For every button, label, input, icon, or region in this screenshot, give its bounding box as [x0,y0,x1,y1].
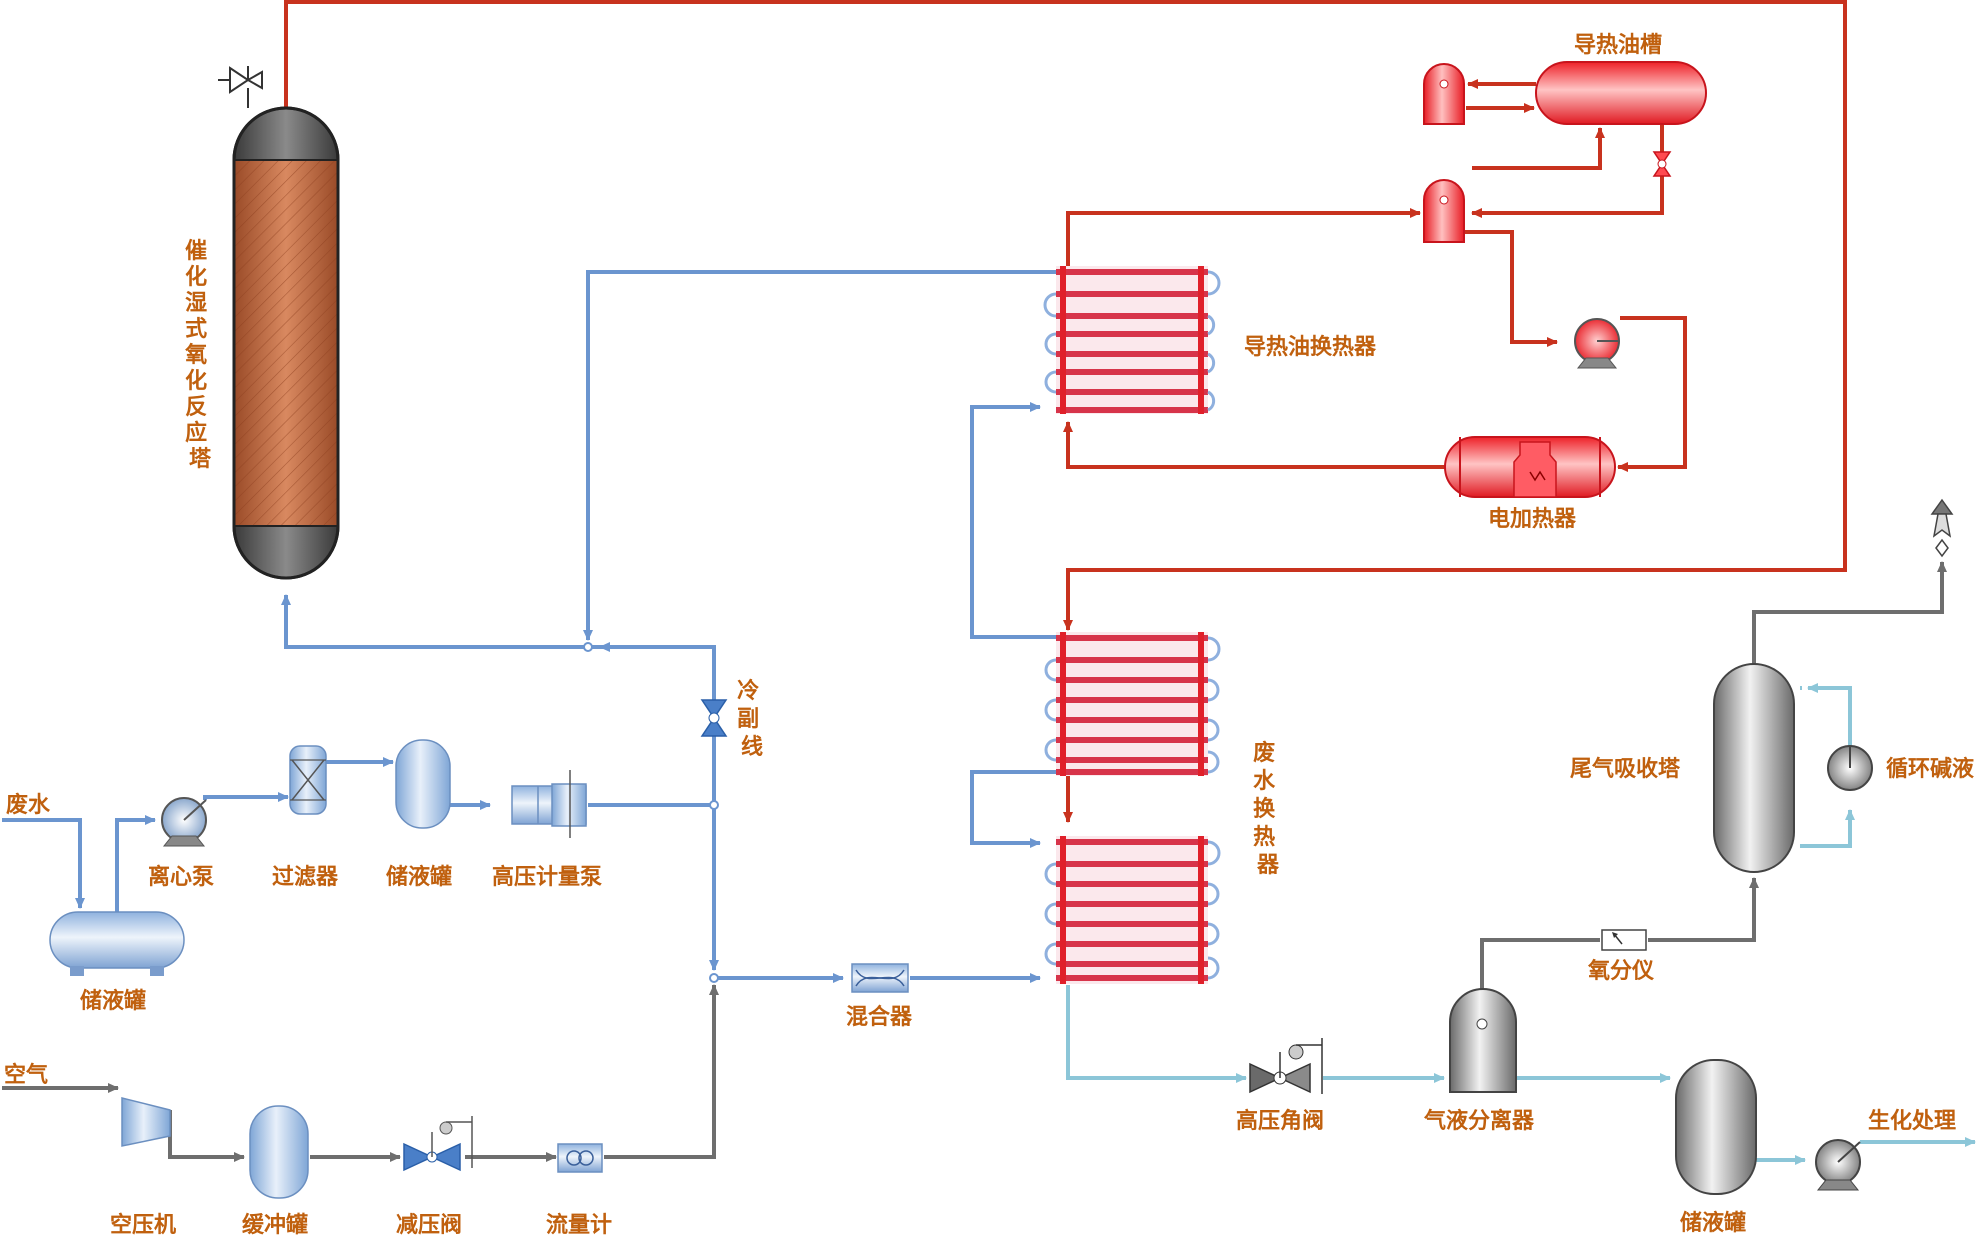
wastewater-label: 废水 [6,792,51,818]
oil-return-pipe [1063,421,1445,469]
absorber-vent-pipe [1752,561,1947,665]
bypass-label: 冷 副 线 [737,678,767,760]
feed-storage-tank[interactable] [49,911,185,976]
hp-angle-valve[interactable] [1249,1038,1323,1094]
junction-node-1 [583,642,593,652]
tank-to-pump-pipe [115,815,156,912]
hp-metering-pump-label: 高压计量泵 [492,864,602,890]
heater-element-icon [1529,470,1546,482]
flowmeter-icon[interactable] [557,1143,603,1173]
junction-node-2 [709,800,719,810]
compressor-to-buffer-pipe [168,1110,245,1162]
gas-liquid-separator-label: 气液分离器 [1423,1108,1535,1134]
oil-tank-label: 导热油槽 [1574,32,1662,58]
oil-pump-discharge-pipe [1617,316,1687,472]
oil-pump-to-tank-pipe [1472,127,1605,170]
storage-tank-label: 储液罐 [386,864,452,890]
mixer-icon[interactable] [851,963,909,993]
hx-outlet-pipe [1066,985,1247,1083]
oil-pot-upper[interactable] [1423,63,1465,125]
product-storage-tank[interactable] [1675,1059,1757,1195]
hp-angle-valve-label: 高压角阀 [1236,1108,1324,1134]
biochemical-treatment-label: 生化处理 [1868,1108,1956,1134]
flowmeter-to-mixer-pipe [604,984,719,1159]
gas-liquid-separator[interactable] [1449,988,1517,1093]
mixer-label: 混合器 [846,1004,913,1030]
centrifugal-pump-label: 离心泵 [148,864,214,890]
buffer-tank[interactable] [249,1105,309,1199]
filter-icon [290,759,326,801]
absorber-circ-up-pipe [1807,683,1852,766]
compressor-label: 空压机 [110,1212,176,1238]
pump-to-filter-pipe [203,792,289,802]
flowmeter-label: 流量计 [546,1212,612,1238]
tail-gas-absorber[interactable] [1713,663,1795,873]
pump-icon[interactable] [1815,1139,1861,1191]
electric-heater-label: 电加热器 [1488,506,1577,532]
filter-label: 过滤器 [272,865,339,890]
oil-hx-outlet-pipe [583,270,1058,641]
reactor-outlet-pipe [284,0,1847,631]
absorber-circ-down-pipe [1800,809,1855,848]
analyzer-to-absorber-pipe [1648,877,1759,942]
reactor[interactable] [232,106,340,580]
reactor-feed-pipe [281,594,714,649]
circulation-pump[interactable] [1827,745,1873,791]
filter[interactable] [289,745,327,815]
bypass-pipe [599,642,716,810]
tail-gas-absorber-label: 尾气吸收塔 [1570,756,1681,782]
pipe-network [2,0,1976,1165]
compressor-icon[interactable] [121,1097,171,1147]
electric-heater[interactable] [1444,436,1616,498]
pressure-reducing-valve[interactable] [403,1116,473,1172]
vent-icon [1930,498,1954,558]
wastewater-heat-exchanger-upper[interactable] [1044,632,1221,776]
junction-node-3 [709,973,719,983]
oil-pump-suction-pipe [1448,230,1558,347]
oil-tank[interactable] [1535,61,1707,125]
oil-supply-pipe [1066,208,1421,268]
feed-storage-tank-label: 储液罐 [80,988,146,1014]
bypass-valve[interactable] [700,699,728,737]
oil-pot-lower[interactable] [1423,179,1465,243]
circulating-alkali-label: 循环碱液 [1886,756,1974,782]
wastewater-inlet-pipe [2,818,85,909]
valve-icon[interactable] [1652,151,1672,177]
oil-tank-to-pump-pipe [1471,120,1664,218]
buffer-tank-label: 缓冲罐 [242,1212,308,1238]
wastewater-hx-label: 废 水 换 热 器 [1253,740,1283,878]
oil-hx-label: 导热油换热器 [1244,334,1377,360]
storage-tank[interactable] [395,739,451,829]
oxygen-analyzer-label: 氧分仪 [1587,959,1655,984]
centrifugal-pump[interactable] [161,797,207,847]
hx-crossover-pipe [970,770,1058,848]
air-label: 空气 [4,1062,48,1088]
separator-gas-pipe [1480,938,1600,995]
safety-valve-icon[interactable] [218,66,263,108]
oxygen-analyzer[interactable] [1601,929,1647,951]
wastewater-heat-exchanger-lower[interactable] [1044,836,1221,984]
oil-pump[interactable] [1574,318,1620,369]
pressure-reducing-valve-label: 减压阀 [396,1212,462,1238]
product-storage-tank-label: 储液罐 [1680,1210,1746,1236]
hx-to-oil-hx-pipe [970,402,1058,639]
oil-heat-exchanger[interactable] [1043,266,1221,414]
reactor-label: 催 化 湿 式 氧 化 反 应 塔 [184,239,215,472]
hp-metering-pump[interactable] [511,770,587,838]
